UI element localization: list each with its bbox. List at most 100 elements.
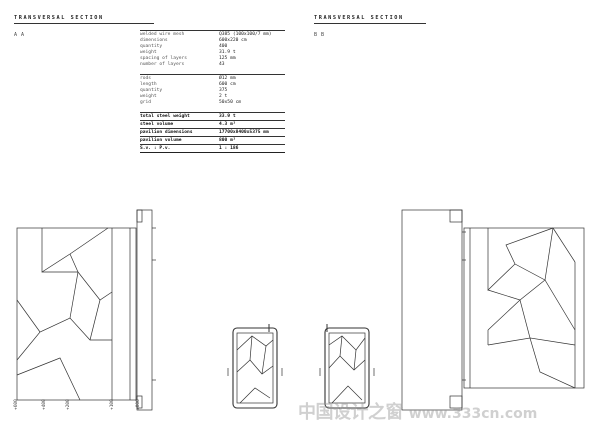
spec-key: steel volume xyxy=(140,120,219,129)
right-wall-element xyxy=(401,209,466,411)
spec-value: 43 xyxy=(219,62,225,67)
level-mark: +200 xyxy=(66,399,71,410)
spec-row: quantity 400 xyxy=(140,44,285,50)
right-heading-rule xyxy=(314,23,426,24)
small-plan-b-facet-2 xyxy=(328,355,366,371)
section-b-drawing xyxy=(463,227,585,389)
level-mark: +600 xyxy=(14,399,19,410)
spec-value: 1 : 186 xyxy=(219,144,285,153)
spec-key: length xyxy=(140,82,157,87)
spec-key: weight xyxy=(140,94,157,99)
spec-row: dimensions 600x220 cm xyxy=(140,38,285,44)
small-plan-a xyxy=(227,324,283,409)
section-a-crease xyxy=(69,253,79,319)
level-mark: ±000 xyxy=(136,399,141,410)
small-plan-b xyxy=(319,324,375,409)
small-plan-a-crease-2 xyxy=(261,345,267,375)
left-wall-outline xyxy=(136,209,153,411)
small-plan-a-facet-1 xyxy=(236,335,274,351)
section-b-base-facet xyxy=(487,337,576,389)
level-mark: +100 xyxy=(110,399,115,410)
section-b-lower-facet xyxy=(487,299,576,346)
watermark-url: www.333cn.com xyxy=(408,406,538,422)
left-wall-element xyxy=(136,209,156,411)
small-plan-a-crease xyxy=(249,335,253,361)
small-plan-a-facet-2 xyxy=(236,359,274,375)
small-plan-b-facet-1 xyxy=(328,335,366,351)
spec-key: quantity xyxy=(140,44,163,49)
watermark: 中国设计之窗 www.333cn.com xyxy=(298,398,537,424)
left-wall-cap-top xyxy=(136,209,143,223)
right-section-tag: B B xyxy=(314,32,325,38)
section-b-right-diagonal xyxy=(552,227,576,263)
spec-row: weight 2 t xyxy=(140,94,285,100)
section-a-base-facet xyxy=(16,357,81,401)
left-heading-rule xyxy=(14,23,154,24)
left-wall-cap-bottom xyxy=(136,395,143,409)
right-wall-outline xyxy=(401,209,463,411)
small-plan-a-inner xyxy=(236,332,274,404)
section-b-top-crease xyxy=(505,227,554,265)
left-section-tag: A A xyxy=(14,32,25,38)
right-wall-cap-top xyxy=(449,209,463,223)
section-a-drawing xyxy=(16,227,137,401)
spec-row: length 600 cm xyxy=(140,82,285,88)
spec-row: rods Ø12 mm xyxy=(140,76,285,82)
spec-value: 4.3 m³ xyxy=(219,120,285,129)
section-a-upper-facet xyxy=(41,227,109,273)
section-b-upper-facet xyxy=(487,227,554,291)
spec-value: 600 cm xyxy=(219,82,236,87)
small-plan-a-facet-3 xyxy=(239,387,271,404)
spec-value: 50x50 cm xyxy=(219,100,242,105)
small-plan-b-crease xyxy=(339,335,343,357)
spec-value: Q385 (100x100/7 mm) xyxy=(219,32,272,37)
spec-key: rods xyxy=(140,76,152,81)
section-a-left-diagonal xyxy=(16,299,41,333)
spec-key: weight xyxy=(140,50,157,55)
spec-value: 375 xyxy=(219,88,228,93)
section-a-middle-facet xyxy=(42,271,113,301)
small-plan-b-facet-3 xyxy=(331,385,363,404)
spec-row: number of layers 43 xyxy=(140,62,285,68)
spec-row: weight 31.9 t xyxy=(140,50,285,56)
spec-key: S.v. : P.v. xyxy=(140,144,219,153)
spec-value: 31.9 t xyxy=(219,50,236,55)
right-wall-cap-bottom xyxy=(449,395,463,409)
spec-key: dimensions xyxy=(140,38,168,43)
spec-value: 2 t xyxy=(219,94,228,99)
spec-value: 400 xyxy=(219,44,228,49)
left-section-heading: TRANSVERSAL SECTION xyxy=(14,15,104,21)
section-a-outline xyxy=(16,227,137,401)
section-b-outline xyxy=(463,227,585,389)
spec-value: 125 mm xyxy=(219,56,236,61)
small-plan-b-outline xyxy=(324,327,370,409)
spec-value: 33.9 t xyxy=(219,112,285,121)
small-plan-b-inner xyxy=(328,332,366,404)
level-mark: +400 xyxy=(42,399,47,410)
section-b-middle-facet xyxy=(487,279,576,331)
spec-value: Ø12 mm xyxy=(219,76,236,81)
spec-key: total steel weight xyxy=(140,112,219,121)
spec-value: 17700x8400x5375 mm xyxy=(219,128,285,137)
spec-key: number of layers xyxy=(140,62,185,67)
spec-row: S.v. : P.v.1 : 186 xyxy=(140,144,285,153)
small-plan-a-outline xyxy=(232,327,278,409)
spec-key: welded wire mesh xyxy=(140,32,185,37)
spec-value: 600x220 cm xyxy=(219,38,247,43)
watermark-text: 中国设计之窗 xyxy=(298,402,404,423)
